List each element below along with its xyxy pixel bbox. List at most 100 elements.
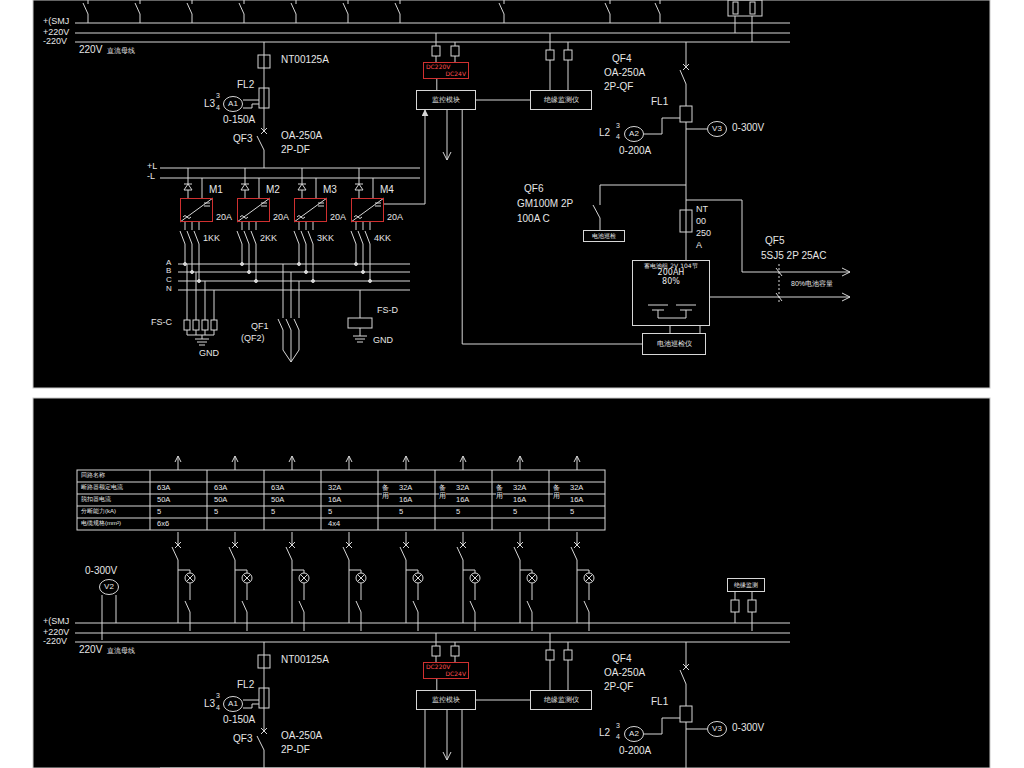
meter-ring (224, 97, 243, 112)
table-cell: 63A (213, 484, 228, 492)
module-name: M1 (209, 185, 223, 196)
symbol-group (77, 470, 756, 768)
component-rect (33, 398, 990, 768)
node-text: A2 (629, 730, 639, 738)
symbol-copy (400, 456, 423, 631)
part-label: FS-C (150, 318, 173, 327)
part-label: A (165, 259, 172, 267)
part-label: 00 (695, 217, 707, 226)
table-cell: 16A (398, 496, 413, 504)
device-box: 电池巡检 (583, 230, 625, 242)
part-label: 直流母线 (106, 647, 136, 654)
part-label: 2P-DF (280, 145, 311, 155)
table-cell: 16A (512, 496, 527, 504)
part-label: OA-250A (603, 68, 646, 78)
part-label: FS-D (376, 306, 399, 315)
meter-circle: A1 (223, 696, 243, 712)
part-label: B (165, 267, 172, 275)
table-cell: 63A (156, 484, 171, 492)
component-rect (750, 2, 755, 14)
table-cell: 5 (270, 508, 276, 516)
part-label: OA-250A (280, 131, 323, 141)
table-cell: 4x4 (327, 520, 341, 528)
symbol-copy (395, 0, 400, 23)
part-label: 0-200A (618, 746, 652, 756)
table-cell: 32A (455, 484, 470, 492)
part-label: 0-300V (731, 123, 765, 133)
component-rect (731, 600, 739, 612)
part-label: 0-300V (84, 566, 118, 576)
part-label: 4 (215, 704, 221, 711)
part-label: 100A C (516, 214, 551, 224)
symbol-copy (343, 456, 366, 631)
node-text: 80% (662, 278, 680, 286)
part-label: 80%电池容量 (790, 280, 834, 287)
part-label: QF4 (611, 654, 632, 664)
wire-path (102, 595, 116, 640)
node-text: V2 (104, 583, 114, 591)
part-label: 4 (615, 733, 621, 740)
symbol-copy (343, 0, 348, 23)
part-label: +220V (42, 28, 70, 37)
meter-ring (100, 580, 119, 595)
part-label: 20A (386, 213, 404, 222)
table-cell: 5 (327, 508, 333, 516)
symbol-copy (75, 23, 850, 362)
node-text: 监控模块 (432, 697, 460, 704)
part-label: A (695, 241, 703, 250)
part-label: 220V (78, 645, 103, 655)
device-box: 绝缘监测 (727, 578, 765, 592)
table-cell: 32A (512, 484, 527, 492)
node-text: 绝缘监测仪 (544, 97, 579, 104)
part-label: 2P-DF (280, 745, 311, 755)
table-cell-vertical: 备用 (439, 484, 446, 499)
signal-wire (476, 700, 530, 701)
part-label: FL2 (236, 80, 255, 90)
part-label: FL1 (650, 97, 669, 107)
part-label: 20A (272, 213, 290, 222)
part-label: +220V (42, 628, 70, 637)
symbol-copy (229, 456, 252, 631)
table-cell: 16A (327, 496, 342, 504)
part-label: QF3 (232, 734, 253, 744)
node-text: 监控模块 (432, 97, 460, 104)
part-label: NT00125A (280, 655, 330, 665)
part-label: (QF2) (240, 334, 266, 343)
part-label: -220V (42, 37, 68, 46)
node-text: 电池巡检仪 (657, 341, 692, 348)
part-label: 2KK (259, 234, 278, 243)
part-label: FL1 (650, 697, 669, 707)
device-box: 绝缘监测仪 (530, 690, 592, 710)
table-cell: 5 (569, 508, 575, 516)
wire-path (150, 470, 549, 530)
symbol-copy (135, 0, 140, 23)
symbol-group (728, 0, 762, 42)
symbol-copy (75, 623, 850, 768)
part-label: L2 (598, 728, 611, 738)
part-label: 20A (215, 213, 233, 222)
meter-circle: A2 (624, 726, 644, 742)
table-cell: 32A (398, 484, 413, 492)
part-label: 2P-QF (603, 682, 634, 692)
rectifier-module: M3 (294, 198, 327, 222)
table-cell: 16A (569, 496, 584, 504)
node-text: V3 (712, 725, 722, 733)
part-label: GND (372, 336, 394, 345)
device-box: 监控模块 (416, 690, 476, 710)
table-cell: 电缆规格(mm²) (80, 520, 122, 526)
part-label: OA-250A (603, 668, 646, 678)
node-text: A1 (228, 100, 238, 108)
drawing-layer (75, 623, 850, 768)
signal-wire (462, 110, 642, 344)
node-text: DC24V (445, 71, 466, 77)
table-cell: 5 (455, 508, 461, 516)
symbol-copy (457, 456, 480, 631)
part-label: 0-150A (222, 715, 256, 725)
meter-circle: A1 (223, 96, 243, 112)
device-box: 监控模块 (416, 90, 476, 110)
part-label: NT (695, 205, 709, 214)
